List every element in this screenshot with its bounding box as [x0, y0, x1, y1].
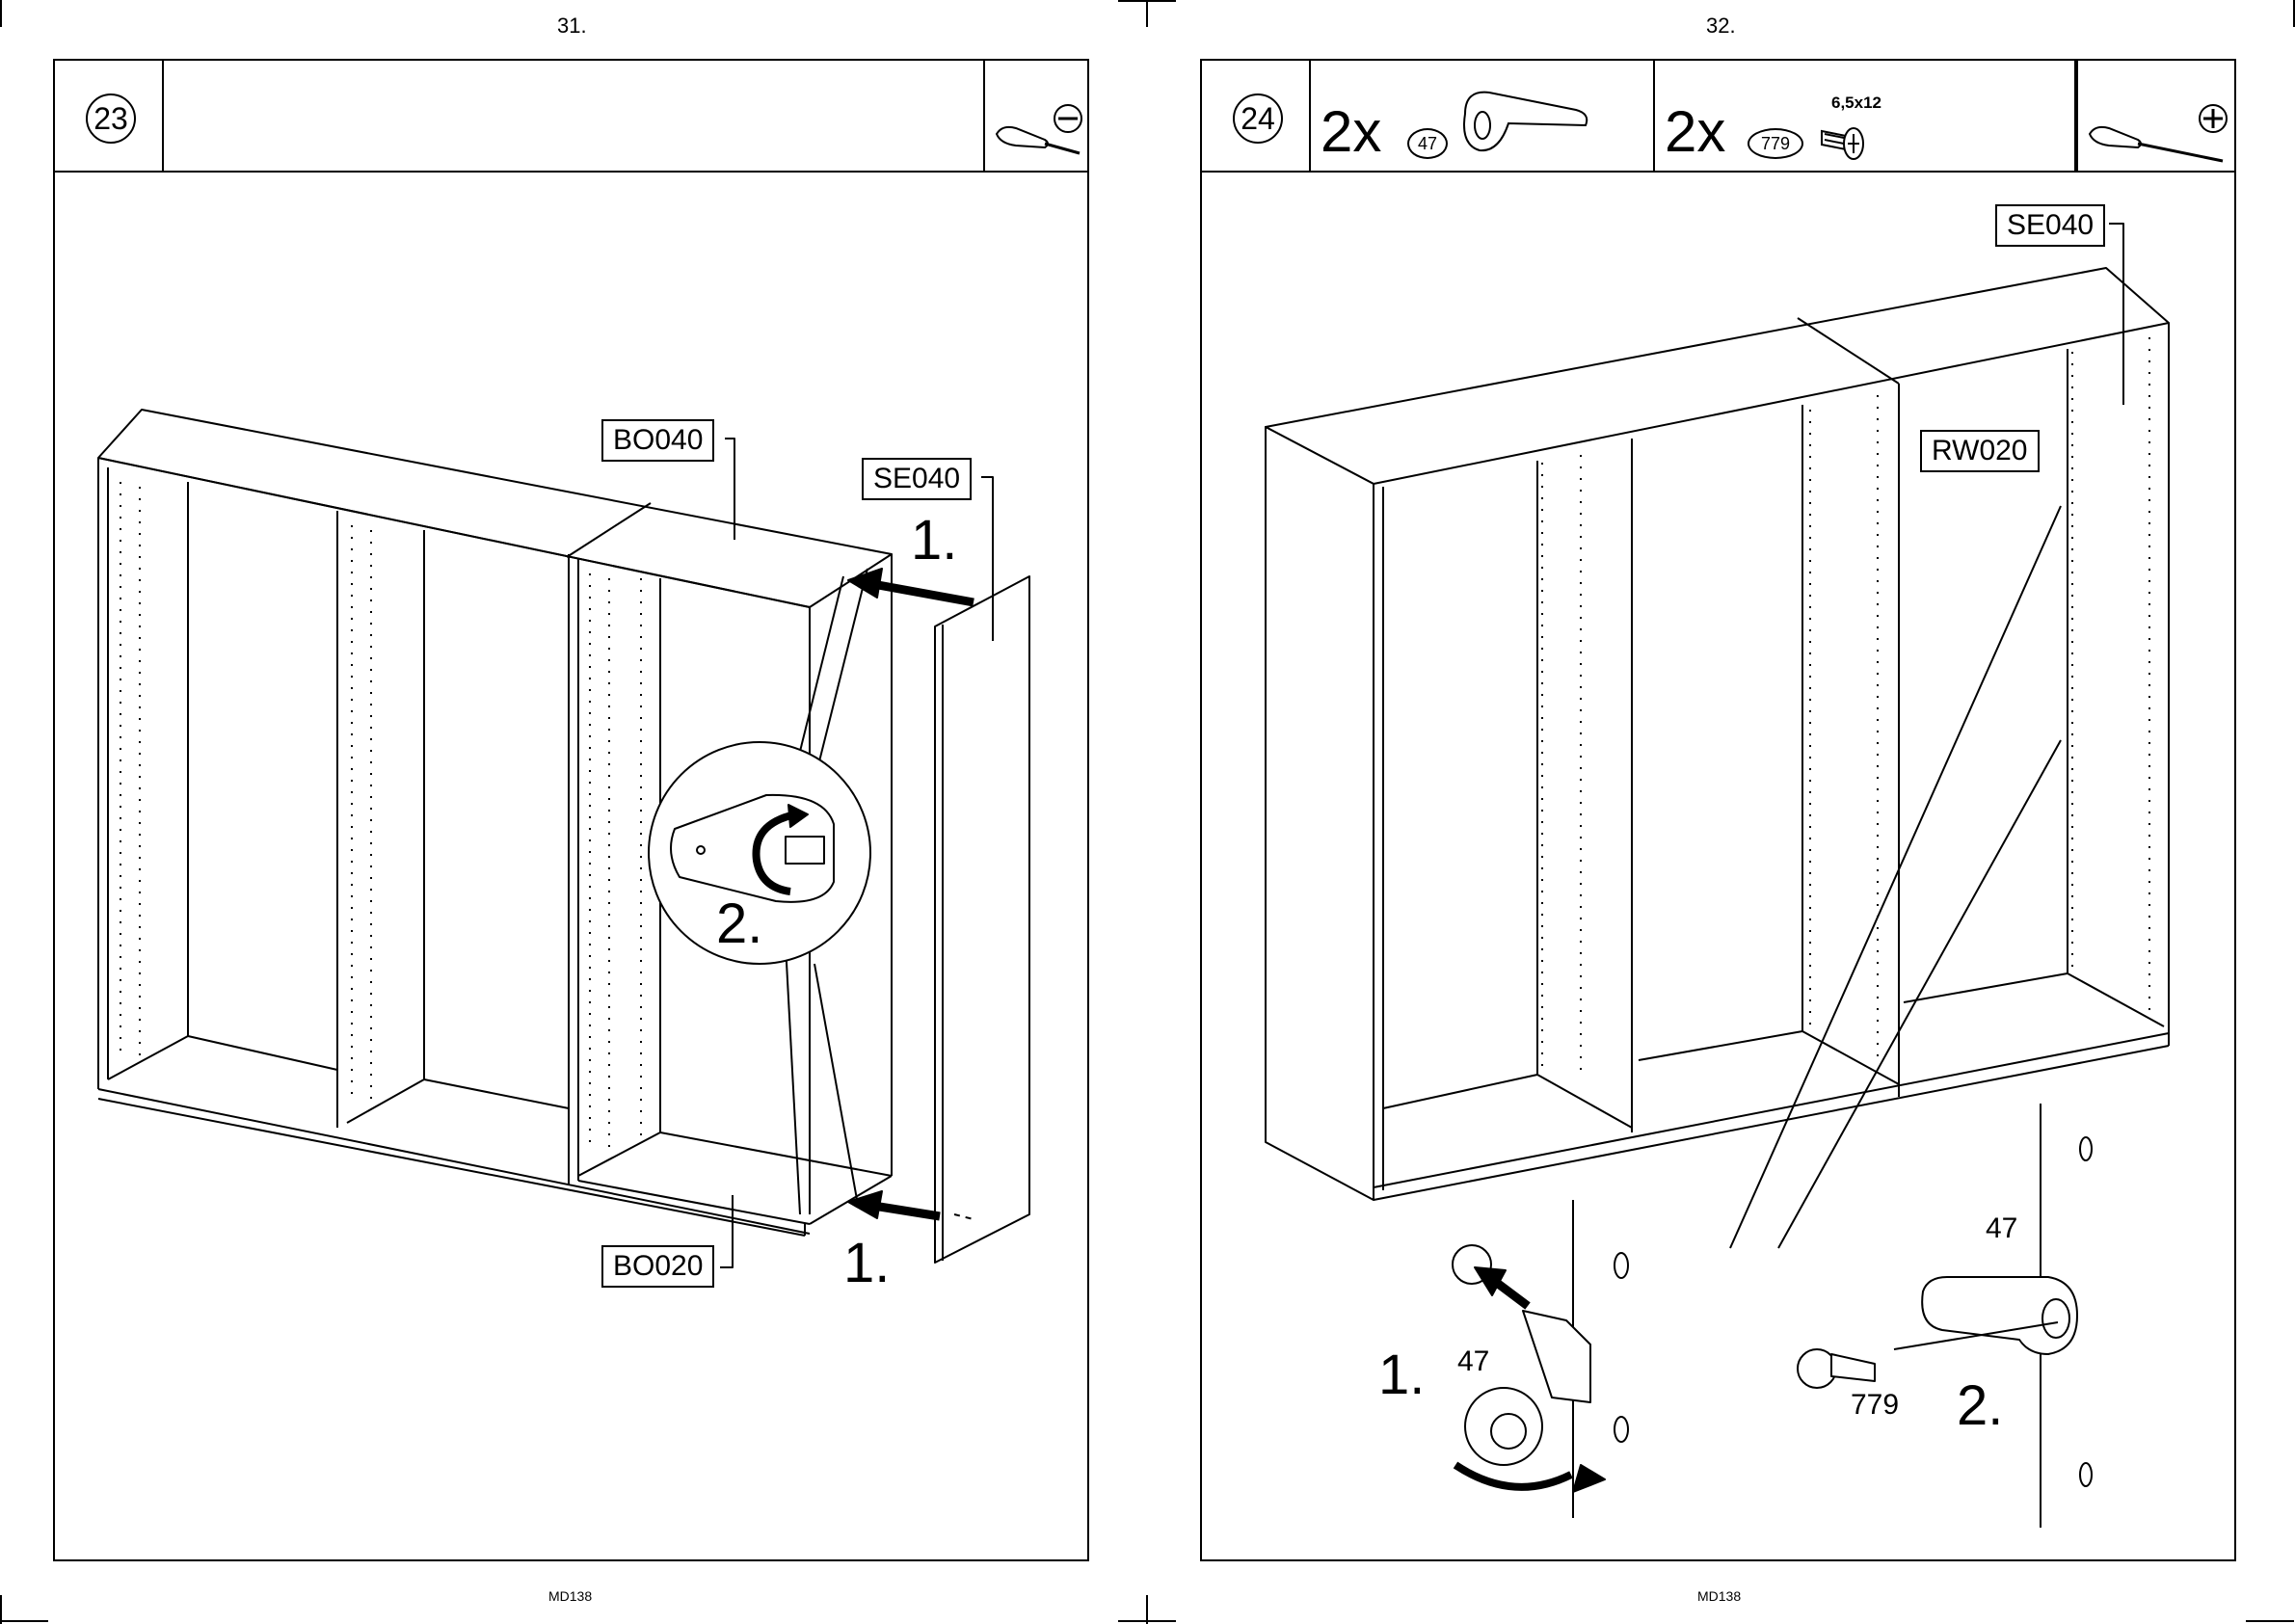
detail-step-1: 1.: [1378, 1347, 1425, 1403]
detail-part-47: 47: [1457, 1347, 1489, 1376]
detail-part-47: 47: [1986, 1214, 2017, 1243]
part-label-rw020: RW020: [1920, 430, 2040, 472]
part-label-se040: SE040: [1995, 204, 2105, 247]
detail-part-779: 779: [1851, 1391, 1899, 1420]
detail-step-2: 2.: [1957, 1378, 2003, 1434]
